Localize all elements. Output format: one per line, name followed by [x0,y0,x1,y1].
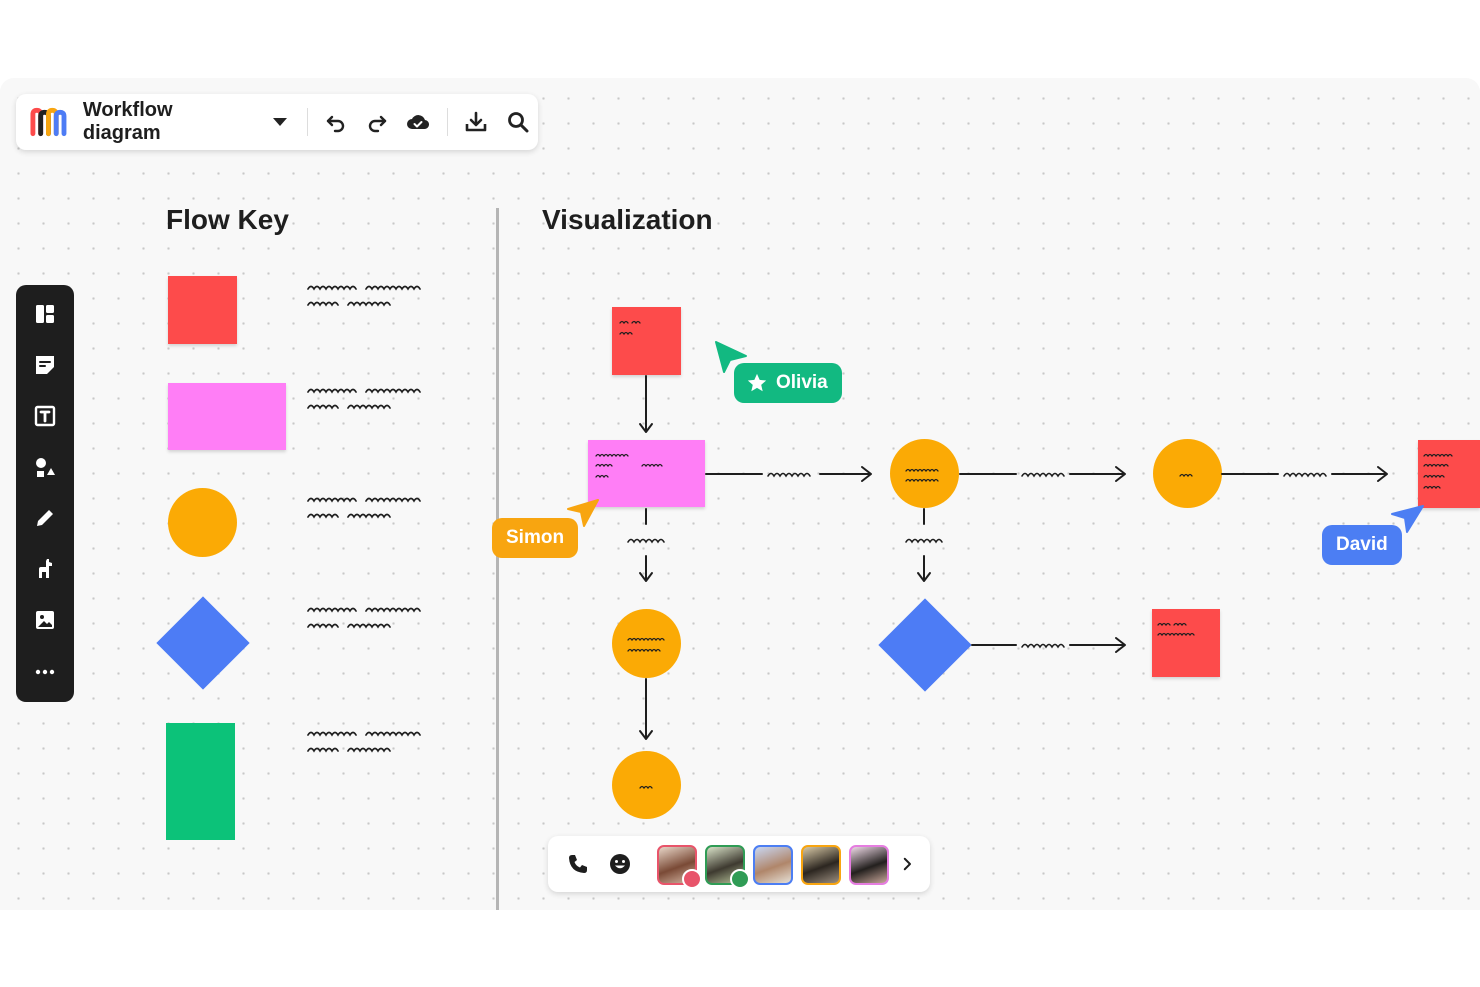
undo-icon [327,115,345,133]
cursor-name-simon: Simon [506,527,565,548]
avatar[interactable] [849,845,889,885]
text-tool[interactable] [31,402,59,430]
flow-key-heading: Flow Key [166,204,289,235]
flow-circle-3[interactable] [612,609,681,678]
key-pink-rectangle[interactable] [168,383,286,450]
flow-circle-1[interactable] [890,439,959,508]
cloud-saved-icon [407,115,430,130]
flow-start-sticky[interactable] [612,307,681,375]
cursor-label-olivia: Olivia [734,363,842,403]
sticky-note-icon [36,356,54,374]
star-badge-icon [682,869,702,889]
star-icon [747,373,767,392]
more-icon [35,669,55,675]
emoji-icon[interactable] [608,852,632,876]
shapes-tool[interactable] [31,453,59,481]
flow-circle-2[interactable] [1153,439,1222,508]
top-toolbar: Workflow diagram [16,94,538,150]
text-icon [34,405,56,427]
board-title[interactable]: Workflow diagram [82,99,173,144]
avatar[interactable] [801,845,841,885]
shapes-icon [36,458,55,477]
key-green-rectangle[interactable] [166,723,235,840]
pen-icon [37,510,53,526]
apps-tool[interactable] [31,555,59,583]
templates-icon [36,305,54,323]
export-button[interactable] [460,105,493,139]
flow-result-sticky[interactable] [1152,609,1220,677]
avatar[interactable] [753,845,793,885]
cursor-name-david: David [1336,534,1388,555]
search-button[interactable] [501,105,534,139]
visualization-heading: Visualization [542,204,713,235]
key-red-square[interactable] [168,276,237,344]
flow-circle-4[interactable] [612,751,681,819]
search-icon [507,112,529,133]
templates-tool[interactable] [31,300,59,328]
redo-button[interactable] [361,105,394,139]
pen-tool[interactable] [31,504,59,532]
key-orange-circle[interactable] [168,488,237,557]
llama-icon [39,559,52,578]
toolbar-divider [306,108,308,136]
flow-process-sticky[interactable] [588,440,705,507]
olivia-cursor-icon [715,341,747,373]
cursor-label-simon: Simon [492,518,579,558]
image-tool[interactable] [31,606,59,634]
star-badge-icon [730,869,750,889]
section-divider [496,208,499,910]
board-canvas[interactable] [0,78,1480,910]
cursor-label-david: David [1322,525,1402,565]
toolbar-divider [447,108,448,136]
left-tool-sidebar [16,285,74,702]
simon-cursor-icon [567,499,599,527]
cursor-name-olivia: Olivia [776,372,828,393]
cloud-save-button[interactable] [402,105,435,139]
flow-end-sticky[interactable] [1418,440,1480,508]
david-cursor-icon [1391,505,1424,533]
undo-button[interactable] [320,105,353,139]
image-icon [36,611,54,629]
miro-logo[interactable] [30,106,67,138]
chevron-right-icon[interactable] [898,855,916,873]
redo-icon [369,115,387,133]
sticky-note-tool[interactable] [31,351,59,379]
export-icon [466,111,487,132]
chevron-down-icon[interactable] [272,118,287,126]
phone-icon[interactable] [566,852,590,876]
more-tools[interactable] [31,658,59,686]
